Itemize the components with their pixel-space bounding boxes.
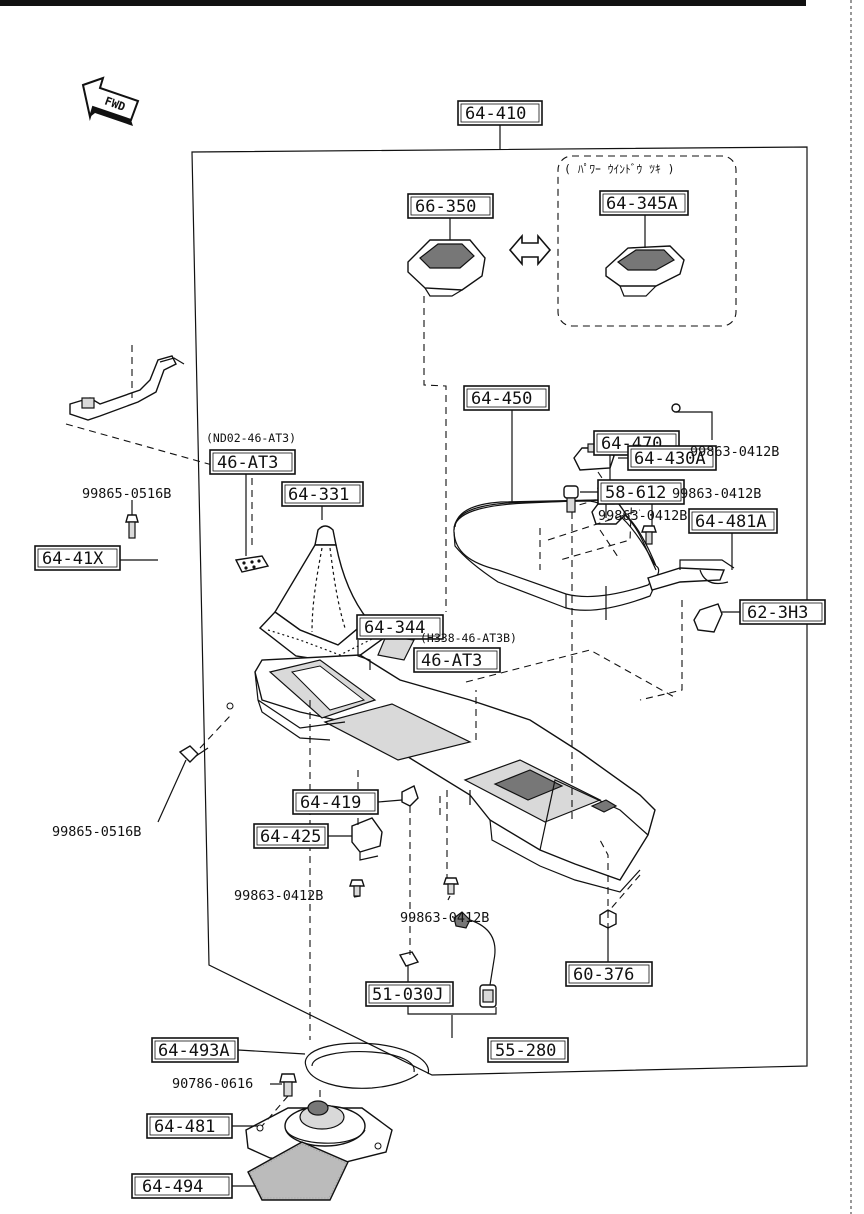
part-bulb-51-030J — [398, 951, 420, 967]
assembly-outline — [191, 146, 808, 1076]
bolt-label-99865-top: 99865-0516B — [82, 486, 171, 502]
label-64-450: 64-450 — [463, 385, 550, 411]
interchange-arrow-icon — [508, 233, 552, 267]
label-64-419: 64-419 — [292, 789, 379, 815]
label-64-425: 64-425 — [253, 823, 329, 849]
part-harness-55-280 — [453, 911, 497, 1008]
bolt-label-99865-bottom: 99865-0516B — [52, 824, 141, 840]
part-base-64-481 — [245, 1100, 393, 1167]
label-64-493A: 64-493A — [151, 1037, 239, 1063]
svg-text:58-612: 58-612 — [605, 483, 666, 503]
label-51-030J: 51-030J — [365, 981, 454, 1007]
screw-icon — [641, 525, 657, 545]
option-note-text: ( ﾊﾟﾜｰ ｳｲﾝﾄﾞｳ ﾂｷ ) — [564, 162, 675, 176]
svg-text:64-481A: 64-481A — [695, 512, 767, 532]
label-46-AT3-a: 46-AT3 — [209, 449, 296, 475]
assembly-lines — [65, 296, 683, 1127]
svg-text:64-493A: 64-493A — [158, 1041, 230, 1061]
part-plate-46-AT3 — [234, 555, 270, 573]
part-switch-64-345A — [605, 245, 685, 297]
screw-icon — [349, 879, 365, 897]
note-h338: (H338-46-AT3B) — [420, 631, 517, 645]
svg-text:64-425: 64-425 — [260, 827, 321, 847]
svg-text:46-AT3: 46-AT3 — [421, 651, 482, 671]
label-64-331: 64-331 — [281, 481, 364, 507]
label-64-481: 64-481 — [146, 1113, 233, 1139]
svg-text:60-376: 60-376 — [573, 965, 634, 985]
bolt-label-99863-r3: 99863-0412B — [598, 508, 687, 524]
bolt-label-90786: 90786-0616 — [172, 1076, 253, 1092]
label-64-344: 64-344 — [356, 614, 444, 640]
screw-icon — [671, 403, 681, 413]
label-64-481A: 64-481A — [688, 508, 778, 534]
screw-icon — [178, 745, 209, 763]
svg-text:64-481: 64-481 — [154, 1117, 215, 1137]
svg-text:64-494: 64-494 — [142, 1177, 203, 1197]
label-64-41X: 64-41X — [34, 545, 121, 571]
label-46-AT3-b: 46-AT3 — [413, 647, 501, 673]
label-55-280: 55-280 — [487, 1037, 569, 1063]
part-bracket-64-481A — [647, 559, 735, 591]
label-64-345A: 64-345A — [599, 190, 689, 216]
top-rule — [0, 0, 806, 6]
bolt-label-99863-r1: 99863-0412B — [672, 486, 761, 502]
label-64-410: 64-410 — [457, 100, 543, 126]
svg-text:64-41X: 64-41X — [42, 549, 104, 569]
svg-text:64-450: 64-450 — [471, 389, 532, 409]
label-60-376: 60-376 — [565, 961, 653, 987]
svg-text:64-430A: 64-430A — [634, 449, 706, 469]
svg-text:62-3H3: 62-3H3 — [747, 603, 808, 623]
option-group-box — [557, 155, 737, 327]
label-64-494: 64-494 — [131, 1173, 233, 1199]
note-nd02: (ND02-46-AT3) — [206, 431, 296, 445]
svg-text:55-280: 55-280 — [495, 1041, 556, 1061]
fwd-arrow-icon: FWD — [81, 76, 140, 126]
part-58-612 — [563, 485, 579, 513]
svg-text:64-419: 64-419 — [300, 793, 361, 813]
part-60-376 — [599, 909, 617, 929]
part-pad-64-494 — [247, 1141, 349, 1201]
fwd-text: FWD — [103, 94, 127, 114]
part-62-3H3 — [693, 603, 723, 633]
svg-text:64-344: 64-344 — [364, 618, 425, 638]
svg-text:46-AT3: 46-AT3 — [217, 453, 278, 473]
label-66-350: 66-350 — [407, 193, 494, 219]
svg-text:51-030J: 51-030J — [372, 985, 444, 1005]
screw-icon — [279, 1073, 297, 1097]
part-64-419 — [401, 785, 419, 807]
svg-text:64-345A: 64-345A — [606, 194, 678, 214]
part-ring-64-493A — [304, 1042, 430, 1089]
svg-text:64-331: 64-331 — [288, 485, 349, 505]
svg-text:66-350: 66-350 — [415, 197, 476, 217]
screw-icon — [443, 877, 459, 895]
label-62-3H3: 62-3H3 — [739, 599, 826, 625]
part-64-425 — [351, 817, 383, 861]
part-console-body — [226, 654, 656, 893]
part-switch-66-350 — [407, 239, 486, 297]
leader-lines — [120, 215, 740, 1187]
label-64-430A: 64-430A — [627, 445, 717, 471]
svg-text:64-410: 64-410 — [465, 104, 526, 124]
bolt-label-99863-left: 99863-0412B — [234, 888, 323, 904]
part-bracket-64-41X — [69, 345, 185, 421]
screw-icon — [125, 514, 139, 539]
bolt-label-99863-r2: 99863-0412B — [690, 444, 779, 460]
armrest-body — [453, 499, 660, 611]
bolt-label-99863-center: 99863-0412B — [400, 910, 489, 926]
label-58-612: 58-612 — [597, 479, 685, 505]
